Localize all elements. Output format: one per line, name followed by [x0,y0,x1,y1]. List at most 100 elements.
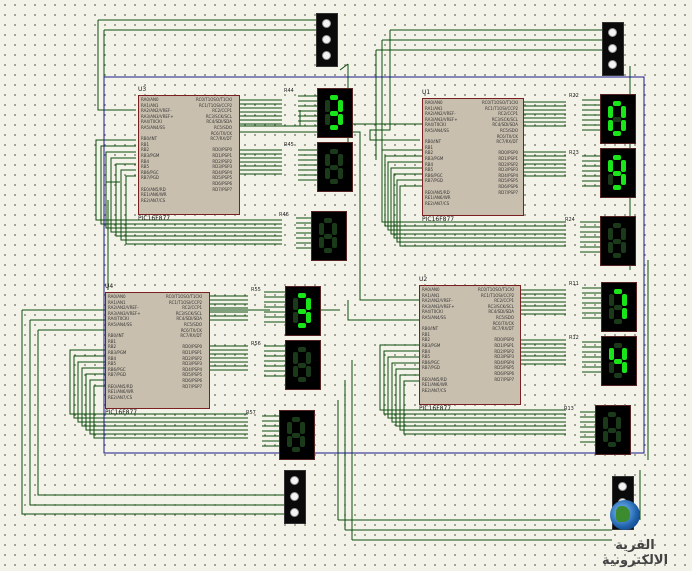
traffic-light-top-right[interactable] [602,22,624,76]
wire [100,145,282,225]
segment-b [306,298,311,310]
lamp-green-icon [322,51,331,60]
segment-a [614,289,622,294]
wire [97,20,136,111]
seven-segment-display-u2-3 [595,405,631,455]
chip-u2-left-pins: RA0/AN0 RA1/AN1 RA2/AN2/VREF- RA3/AN3/VR… [422,287,455,393]
wire [29,320,284,506]
chip-u1-part: PIC16F877 [422,216,455,223]
chip-u4-left-pins: RA0/AN0 RA1/AN1 RA2/AN2/VREF- RA3/AN3/VR… [108,294,141,400]
chip-u2[interactable] [419,285,521,405]
wire [395,368,566,427]
wire [387,356,566,419]
chip-u4-right-pins: RC0/T1OSO/T1CKI RC1/T1OSI/CCP2 RC2/CCP1 … [166,294,203,389]
segment-f [608,228,613,240]
segment-b [338,154,343,166]
segment-g [613,238,621,244]
lamp-green-icon [608,60,617,69]
segment-d [608,442,616,447]
seven-segment-display-u1-2 [600,148,636,198]
wire [403,380,566,435]
sheet-frame [103,76,645,454]
segment-f [319,223,324,235]
segment-b [621,228,626,240]
lamp-green-icon [290,508,299,517]
wire [379,344,566,411]
segment-a [330,95,338,100]
chip-u3-right-pins: RC0/T1OSO/T1CKI RC1/T1OSI/CCP2 RC2/CCP1 … [196,97,233,192]
wire [77,361,248,423]
segment-c [332,237,337,248]
segment-g [614,304,622,310]
resistor-label-r12: R12 [569,335,579,341]
segment-d [298,377,306,382]
segment-d [330,125,338,130]
wire [81,367,248,427]
segment-c [622,308,627,319]
segment-c [621,120,626,131]
segment-a [292,417,300,422]
segment-e [319,237,324,248]
wire [339,63,349,71]
segment-c [306,366,311,377]
segment-d [292,447,300,452]
resistor-label-r24: R24 [565,217,575,223]
segment-e [287,436,292,447]
chip-u4[interactable] [105,292,210,409]
segment-f [608,106,613,118]
chip-u3[interactable] [138,95,240,215]
seven-segment-display-u2-2 [601,336,637,386]
segment-c [616,431,621,442]
chip-u3-part: PIC16F877 [138,215,171,222]
chip-u4-part: PIC16F877 [105,409,138,416]
wire [399,185,566,247]
wire [240,110,301,127]
wire [89,379,248,435]
wire [399,374,566,431]
traffic-light-top-left[interactable] [316,13,338,67]
segment-e [293,366,298,377]
resistor-label-r45: R45 [284,142,294,148]
wire [396,179,566,243]
resistor-label-r56: R56 [251,341,261,347]
segment-a [298,347,306,352]
chip-u3-ref: U3 [138,86,147,93]
wire [393,173,566,239]
segment-e [603,431,608,442]
segment-f [609,294,614,306]
resistor-label-r13: R13 [564,406,574,412]
resistor-label-r23: R23 [569,150,579,156]
segment-d [298,323,306,328]
wire [105,151,282,229]
chip-u1[interactable] [422,98,524,216]
lamp-yellow-icon [608,44,617,53]
segment-e [608,120,613,131]
wire [384,155,566,227]
segment-e [608,174,613,185]
segment-e [325,168,330,179]
segment-g [292,432,300,438]
seven-segment-display-u1-3 [600,216,636,266]
lamp-red-icon [608,28,617,37]
segment-a [608,412,616,417]
segment-d [613,131,621,136]
seven-segment-display-u4-1 [285,286,321,336]
chip-u2-part: PIC16F877 [419,405,452,412]
wire [21,310,284,515]
chip-u1-right-pins: RC0/T1OSO/T1CKI RC1/T1OSI/CCP2 RC2/CCP1 … [482,100,519,195]
traffic-light-bottom-left[interactable] [284,470,306,524]
seven-segment-display-u4-2 [285,340,321,390]
segment-e [609,308,614,319]
seven-segment-display-u1-1 [600,94,636,144]
segment-g [298,362,306,368]
wire [69,349,248,415]
segment-d [330,179,338,184]
lamp-red-icon [290,476,299,485]
segment-f [325,154,330,166]
segment-g [330,164,338,170]
segment-b [300,422,305,434]
segment-f [603,417,608,429]
segment-f [293,352,298,364]
lamp-red-icon [322,19,331,28]
